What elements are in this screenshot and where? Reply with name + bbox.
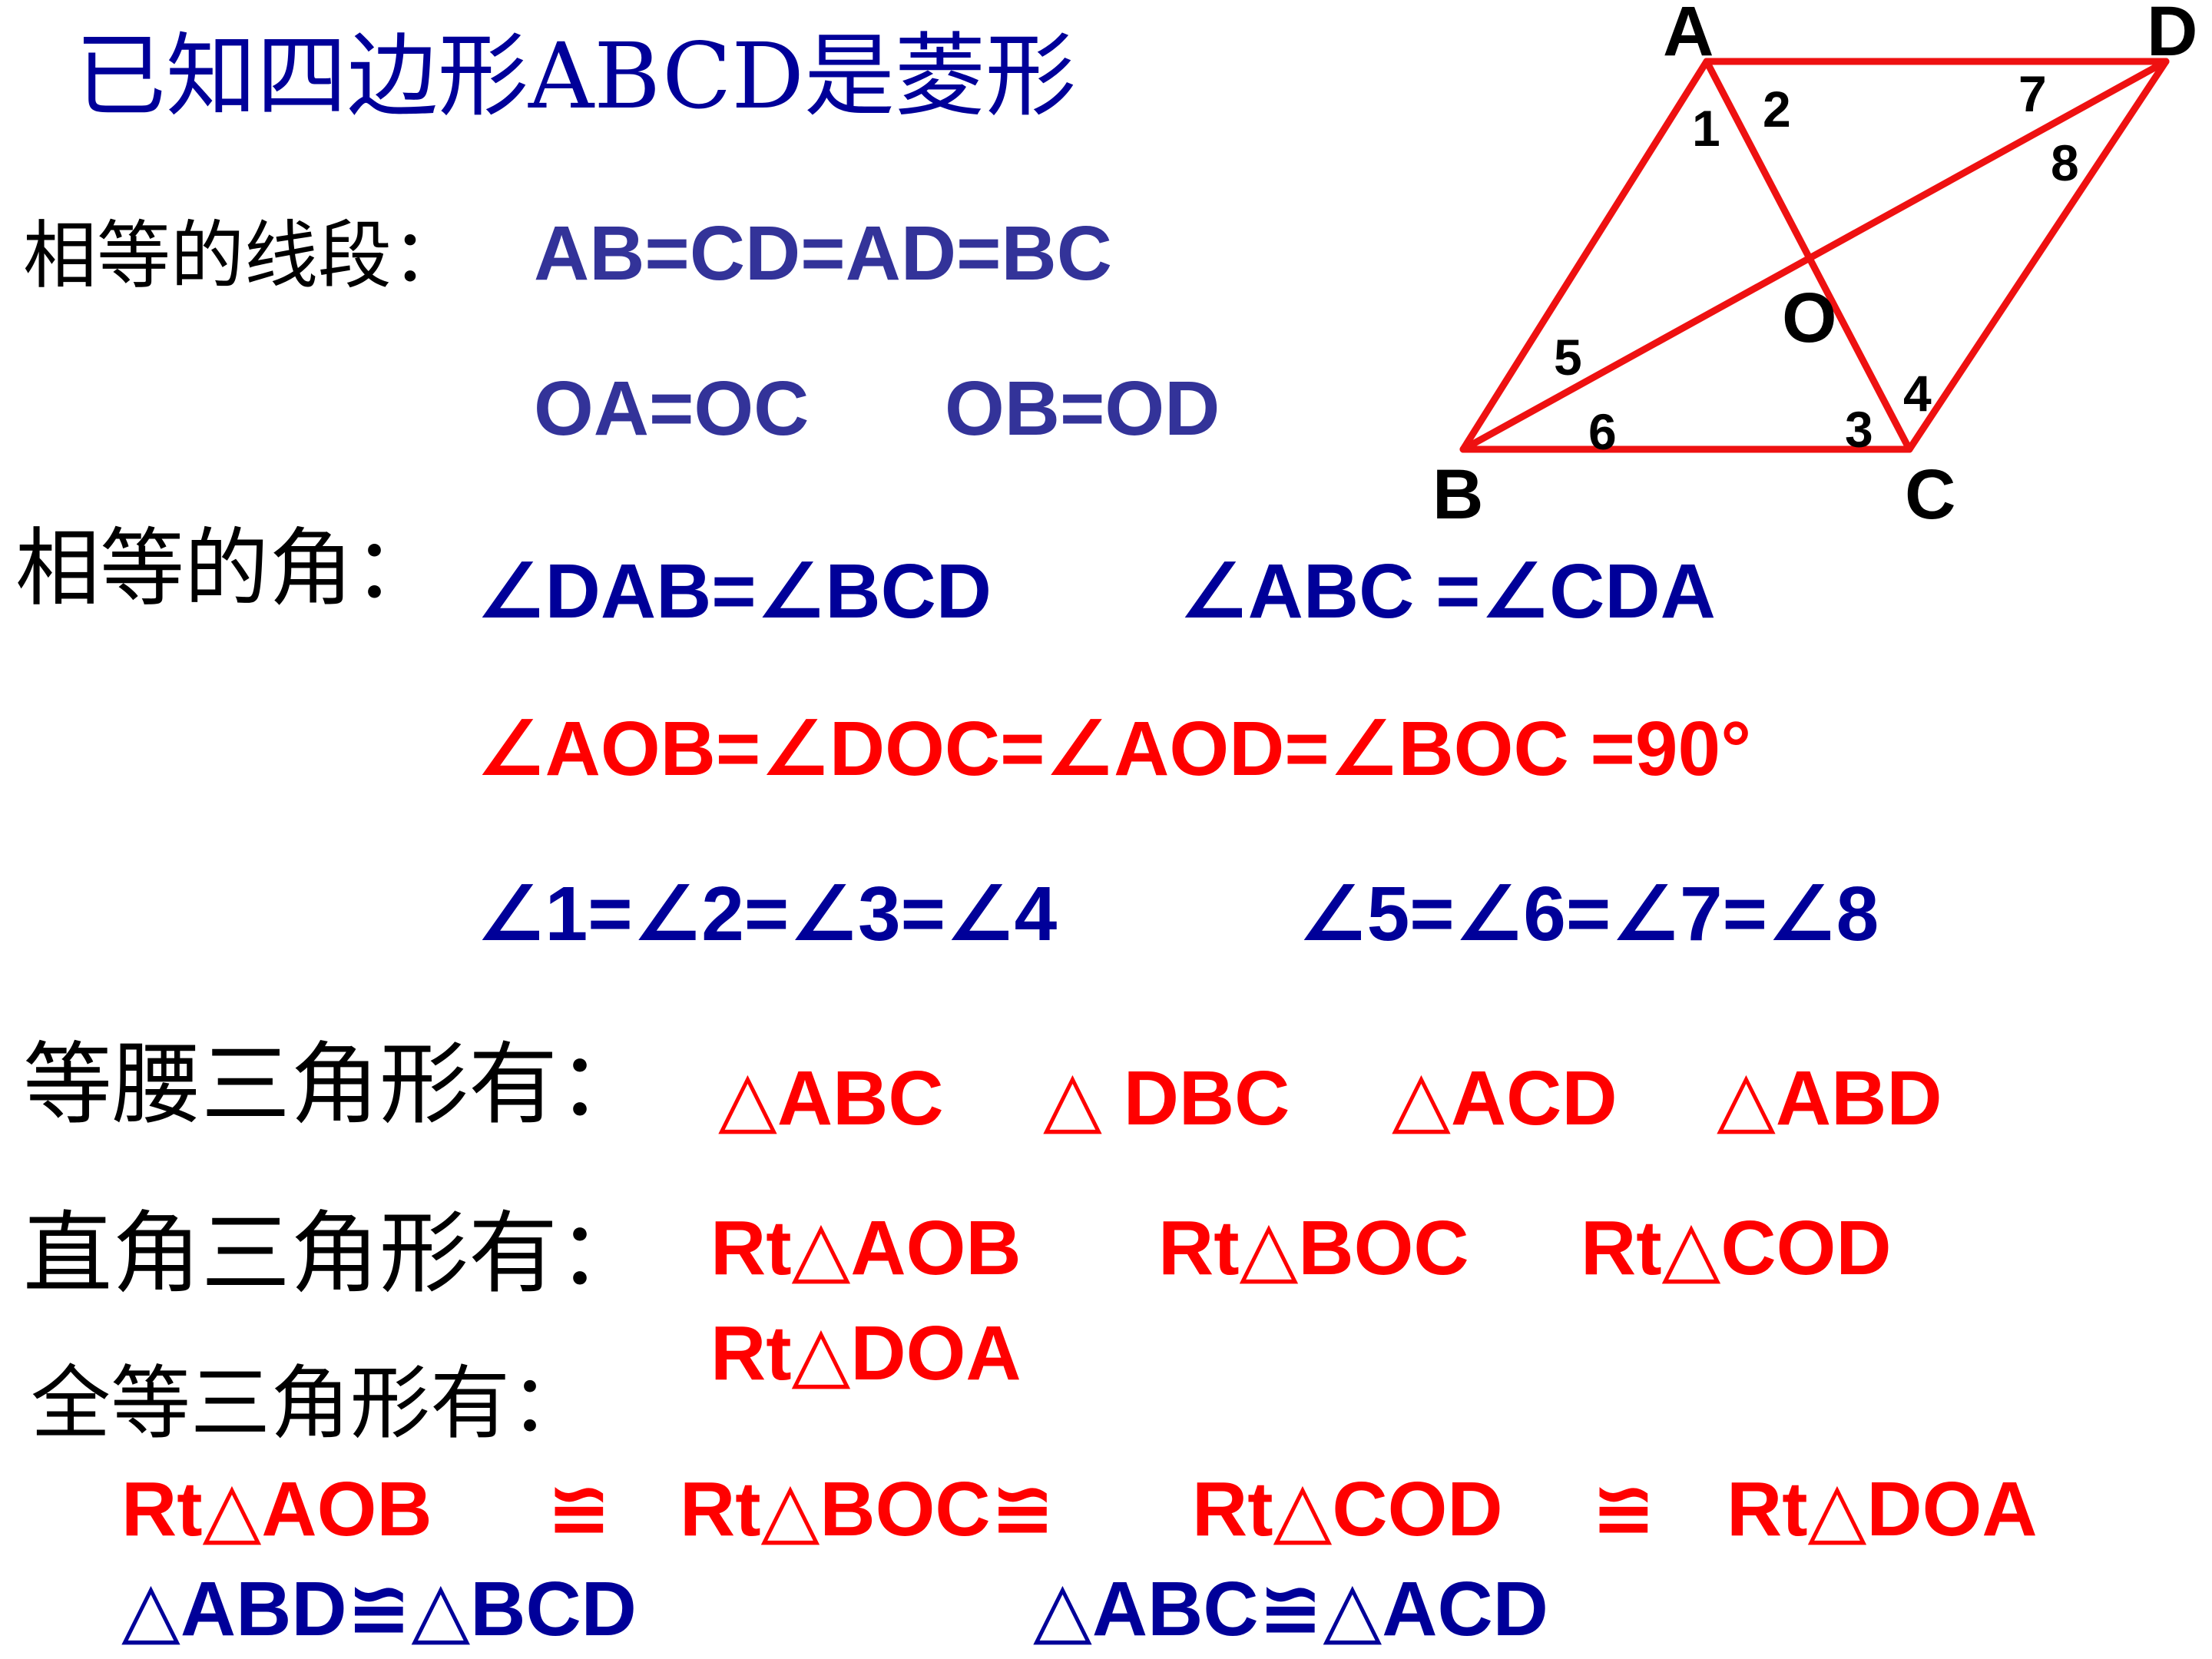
angles-line-1b: ∠ABC =∠CDA xyxy=(1179,548,1716,634)
angles-line-2: ∠AOB=∠DOC=∠AOD=∠BOC =90° xyxy=(476,706,1752,792)
congruent-item: Rt△BOC≌ xyxy=(680,1466,1055,1552)
vertex-label-a: A xyxy=(1663,0,1714,71)
angles-line-3a: ∠1=∠2=∠3=∠4 xyxy=(476,871,1058,957)
rhombus-diagram: A D B C O 1 2 3 4 5 6 7 8 xyxy=(1432,0,2197,534)
angle-label-3: 3 xyxy=(1845,401,1873,458)
angles-label: 相等的角： xyxy=(15,519,438,618)
page-title: 已知四边形ABCD是菱形 xyxy=(75,23,1077,129)
segments-line-1: AB=CD=AD=BC xyxy=(534,210,1112,296)
congruent-symbol: ≌ xyxy=(1591,1466,1656,1552)
vertex-label-b: B xyxy=(1432,455,1483,534)
angle-label-2: 2 xyxy=(1763,81,1791,137)
angle-label-6: 6 xyxy=(1588,403,1617,460)
vertex-label-d: D xyxy=(2147,0,2197,71)
angle-label-5: 5 xyxy=(1554,329,1582,386)
isosceles-item: △ABD xyxy=(1717,1055,1942,1141)
congruent-label: 全等三角形有： xyxy=(31,1356,591,1450)
segments-label: 相等的线段： xyxy=(23,213,465,299)
vertex-label-c: C xyxy=(1905,455,1955,534)
segments-ob-od: OB=OD xyxy=(945,366,1220,452)
angles-line-3b: ∠5=∠6=∠7=∠8 xyxy=(1298,871,1879,957)
diagonal-bd xyxy=(1459,58,2170,453)
right-triangle-item: Rt△COD xyxy=(1581,1205,1892,1291)
angle-label-8: 8 xyxy=(2051,134,2079,191)
congruent-item: Rt△DOA xyxy=(1727,1466,2038,1552)
isosceles-item: △ DBC xyxy=(1043,1055,1290,1141)
right-triangle-item: Rt△DOA xyxy=(710,1310,1022,1396)
congruent-line-2a: △ABD≌△BCD xyxy=(121,1566,637,1652)
isosceles-label: 等腰三角形有： xyxy=(23,1033,647,1137)
isosceles-item: △ACD xyxy=(1392,1055,1618,1141)
right-triangles-label: 直角三角形有： xyxy=(23,1202,647,1306)
congruent-item: Rt△COD xyxy=(1192,1466,1503,1552)
angles-line-1a: ∠DAB=∠BCD xyxy=(476,548,992,634)
congruent-symbol: ≌ xyxy=(547,1466,611,1552)
rhombus-lines xyxy=(1459,58,2170,453)
angle-label-1: 1 xyxy=(1692,100,1720,157)
angle-label-7: 7 xyxy=(2018,65,2047,122)
right-triangle-item: Rt△AOB xyxy=(710,1205,1022,1291)
angle-label-4: 4 xyxy=(1903,365,1932,422)
right-triangle-item: Rt△BOC xyxy=(1158,1205,1469,1291)
segments-oa-oc: OA=OC xyxy=(534,366,810,452)
isosceles-item: △ABC xyxy=(718,1055,944,1141)
center-label-o: O xyxy=(1782,279,1837,357)
congruent-item: Rt△AOB xyxy=(121,1466,432,1552)
congruent-line-2b: △ABC≌△ACD xyxy=(1033,1566,1548,1652)
